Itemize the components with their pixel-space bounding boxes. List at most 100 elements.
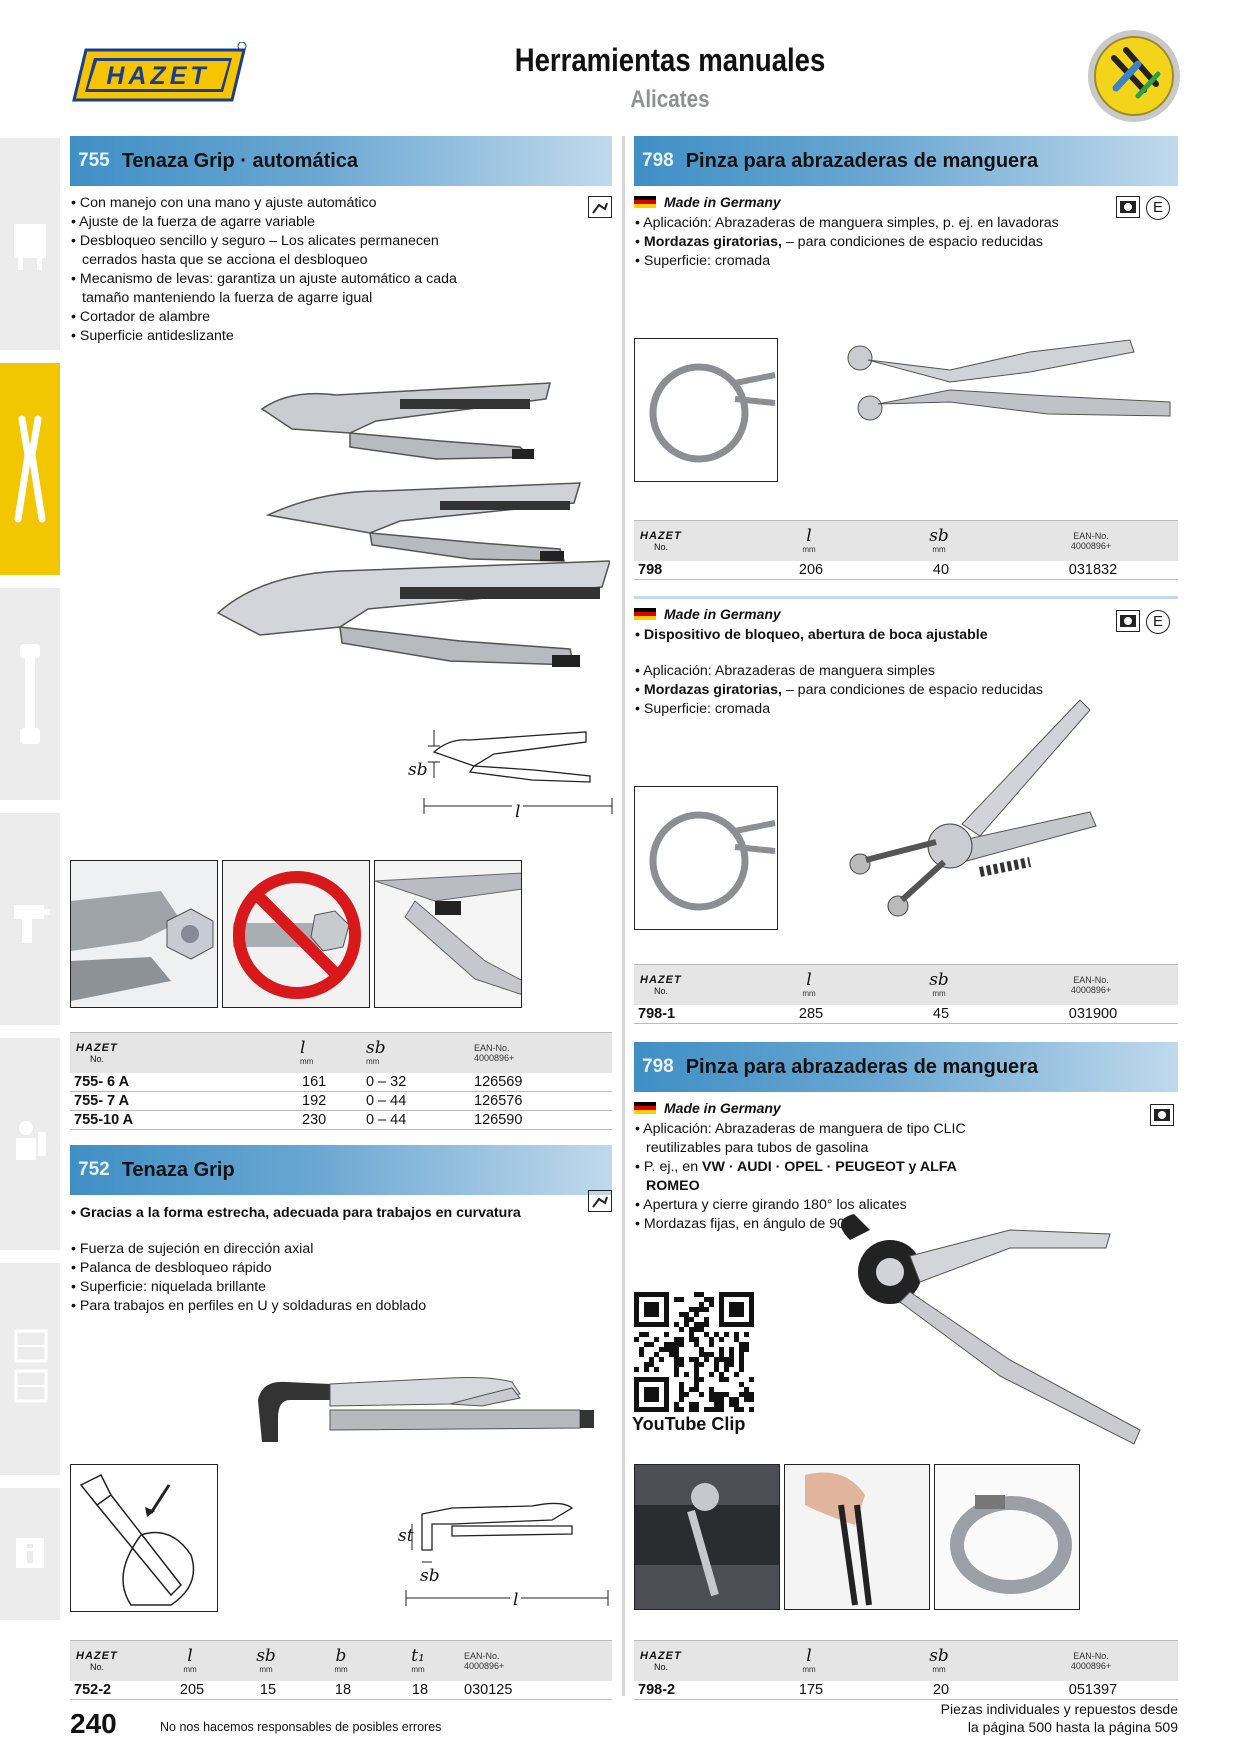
cell-ean: 051397: [1004, 1680, 1178, 1700]
youtube-clip-link[interactable]: YouTube Clip: [632, 1414, 746, 1434]
nav-tab-pliers[interactable]: [0, 360, 60, 575]
dimension-label-st: st: [398, 1526, 414, 1546]
section-number: 752: [78, 1159, 110, 1180]
section-798-2-header: 798 Pinza para abrazaderas de manguera: [634, 1042, 1178, 1092]
section-755-features: Con manejo con una mano y ajuste automát…: [70, 194, 480, 346]
logo-text: HAZET: [106, 62, 209, 90]
section-798-2-features: Aplicación: Abrazaderas de manguera de t…: [634, 1120, 984, 1234]
pliers-755-10a: [216, 560, 612, 667]
box-icon: [14, 224, 46, 270]
cell-article-no: 755- 6 A: [70, 1072, 220, 1092]
section-divider: [634, 596, 1178, 599]
table-row: 755-10 A 230 0 – 44 126590: [70, 1110, 612, 1130]
dimension-label-l: l: [512, 802, 524, 822]
usage-photo-hand-with-pliers: [784, 1464, 930, 1610]
section-755-header: 755 Tenaza Grip · automática: [70, 136, 612, 186]
cabinet-icon: [14, 1329, 48, 1403]
feature-item: Superficie antideslizante: [70, 327, 480, 346]
section-title: Pinza para abrazaderas de manguera: [685, 1055, 1039, 1078]
table-row: 798 206 40 031832: [634, 560, 1178, 580]
nav-tab-cabinets[interactable]: [0, 1260, 60, 1475]
section-752-features: Fuerza de sujeción en dirección axial Pa…: [70, 1240, 610, 1316]
cell-span: 20: [874, 1680, 1004, 1700]
table-row: 798-2 175 20 051397: [634, 1680, 1178, 1700]
feature-item: Cortador de alambre: [70, 308, 480, 327]
section-798-1-highlight: Dispositivo de bloqueo, abertura de boca…: [634, 626, 1094, 645]
cell-length: 206: [744, 560, 874, 580]
feature-item: Apertura y cierre girando 180° los alica…: [634, 1196, 984, 1215]
feature-item: Aplicación: Abrazaderas de manguera simp…: [634, 214, 1094, 233]
cell-ean: 126590: [474, 1110, 612, 1130]
nav-tab-wrenches[interactable]: [0, 585, 60, 800]
dimension-label-sb: sb: [408, 760, 428, 780]
mechanic-icon: [16, 1121, 46, 1160]
dimension-label-sb: sb: [420, 1566, 440, 1586]
section-798-header: 798 Pinza para abrazaderas de manguera: [634, 136, 1178, 186]
nav-tab-workshop[interactable]: [0, 1035, 60, 1250]
detail-photo-release-lever: [374, 860, 522, 1008]
col-header-ean: EAN-No.4000896+: [474, 1032, 612, 1073]
feature-item: Para trabajos en perfiles en U y soldadu…: [70, 1297, 610, 1316]
section-752-highlight: Gracias a la forma estrecha, adecuada pa…: [70, 1204, 610, 1223]
hose-clamp-photo: [634, 338, 778, 482]
cell-span: 0 – 32: [356, 1072, 474, 1092]
feature-item: Mordazas fijas, en ángulo de 90°: [634, 1215, 984, 1234]
cell-width: 18: [302, 1680, 380, 1700]
col-header-ean: EAN-No.4000896+: [1004, 964, 1178, 1005]
feature-item: Mecanismo de levas: garantiza un ajuste …: [70, 270, 480, 308]
product-photo-798-1: [840, 696, 1100, 936]
feature-item: Aplicación: Abrazaderas de manguera de t…: [634, 1120, 984, 1158]
cell-length: 175: [744, 1680, 874, 1700]
table-row: 798-1 285 45 031900: [634, 1004, 1178, 1024]
highlight-item: Gracias a la forma estrecha, adecuada pa…: [70, 1204, 610, 1223]
made-in-germany-label: Made in Germany: [634, 1100, 781, 1116]
cell-ean: 126569: [474, 1072, 612, 1092]
cell-span: 15: [230, 1680, 302, 1700]
cell-article-no: 752-2: [70, 1680, 150, 1700]
dimension-label-l: l: [510, 1590, 522, 1610]
spare-parts-note: Piezas individuales y repuestos desde la…: [940, 1701, 1178, 1735]
wrench-icon: [20, 644, 40, 744]
page-number: 240: [70, 1708, 117, 1739]
youtube-qr-code[interactable]: [634, 1292, 754, 1412]
dimension-drawing-755: sb l: [404, 720, 614, 822]
dimension-drawing-752: st sb l: [392, 1490, 612, 1610]
nav-tab-info[interactable]: [0, 1485, 60, 1620]
section-title: Tenaza Grip: [121, 1158, 235, 1181]
feature-item: Superficie: niquelada brillante: [70, 1278, 610, 1297]
page-title: Herramientas manuales: [514, 42, 826, 78]
cell-ean: 031900: [1004, 1004, 1178, 1024]
cell-article-no: 755- 7 A: [70, 1091, 220, 1111]
pliers-icon: [14, 415, 46, 523]
pliers-755-6a: [260, 382, 551, 460]
feature-item: Desbloqueo sencillo y seguro – Los alica…: [70, 232, 480, 270]
e-mark-badge: E: [1146, 196, 1170, 220]
product-photo-798: [830, 330, 1180, 440]
section-798-1-features: Aplicación: Abrazaderas de manguera simp…: [634, 662, 1094, 719]
info-icon: [16, 1538, 44, 1568]
feature-item: Palanca de desbloqueo rápido: [70, 1259, 610, 1278]
nav-tab-storage[interactable]: [0, 135, 60, 350]
cell-length: 230: [220, 1110, 356, 1130]
cell-length: 192: [220, 1091, 356, 1111]
feature-item: Mordazas giratorias, – para condiciones …: [634, 681, 1094, 700]
product-photo-755: [200, 365, 612, 705]
detail-photo-prohibited-use: [222, 860, 370, 1008]
feature-item: Aplicación: Abrazaderas de manguera simp…: [634, 662, 1094, 681]
cell-article-no: 755-10 A: [70, 1110, 220, 1130]
nav-tab-power-tools[interactable]: [0, 810, 60, 1025]
usage-drawing-752: [70, 1464, 218, 1612]
cell-length: 285: [744, 1004, 874, 1024]
cell-span: 45: [874, 1004, 1004, 1024]
